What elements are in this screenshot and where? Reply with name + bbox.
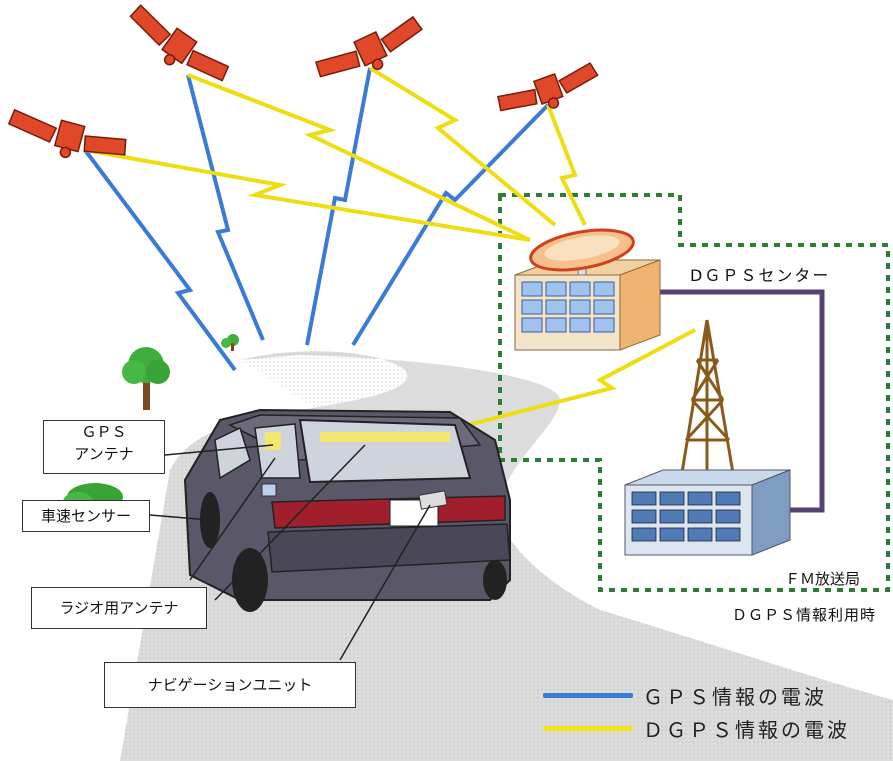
dgps-wave-fm [467,328,696,427]
legend-gps: ＧＰＳ情報の電波 [543,681,827,710]
satellite-icon-1 [7,108,127,159]
gps-wave-3 [305,67,372,346]
legend-swatch-dgps [543,726,633,731]
tree-left [122,347,170,410]
gps-antenna-label-1: ＧＰＳ [81,423,127,441]
rear-window [298,418,472,484]
gps-wave-1 [83,148,237,372]
legend-swatch-gps [543,693,633,698]
satellite-icon-3 [314,15,424,78]
leader-radio-antenna-2 [214,444,366,601]
dgps-wave-1 [84,148,531,242]
dgps-center-label: DＧＰＳセンター [690,266,831,285]
navigation-unit-callout: ナビゲーションユニット [104,662,356,708]
legend-label-dgps: ＤＧＰＳ情報の電波 [643,718,850,742]
gps-antenna-label-2: アンテナ [74,445,134,463]
dgps-wave-4 [546,104,587,226]
nav-unit-icon [418,490,448,510]
satellite-icon-4 [497,62,599,112]
radio-antenna-label: ラジオ用アンテナ [59,599,179,617]
dgps-usage-label: ＤＧＰＳ情報利用時 [732,606,877,624]
fm-station-building [624,469,791,556]
legend-label-gps: ＧＰＳ情報の電波 [643,685,827,709]
satellite-icon-2 [129,4,230,82]
leader-radio-antenna-1 [189,457,276,581]
gps-wave-2 [186,74,265,341]
leader-nav-unit [339,504,431,661]
navigation-unit-label: ナビゲーションユニット [147,676,313,694]
fm-station-label: ＦＭ放送局 [785,570,861,588]
speed-sensor-label: 車速センサー [40,507,131,525]
speed-sensor-callout: 車速センサー [22,500,150,532]
legend-dgps: ＤＧＰＳ情報の電波 [543,714,850,743]
dgps-boundary [498,193,890,592]
dgps-wave-2 [187,73,531,242]
dgps-center-building [514,228,661,351]
tree-far [221,334,239,351]
link-line [655,289,825,513]
gps-antenna-callout: ＧＰＳ アンテナ [43,420,165,474]
gps-wave-4 [351,103,550,347]
car [183,408,511,612]
radio-antenna-callout: ラジオ用アンテナ [31,587,207,629]
dgps-wave-3 [368,66,557,227]
leader-gps-antenna [164,444,274,456]
leader-speed-sensor [149,514,211,521]
fm-tower-icon [678,319,737,486]
